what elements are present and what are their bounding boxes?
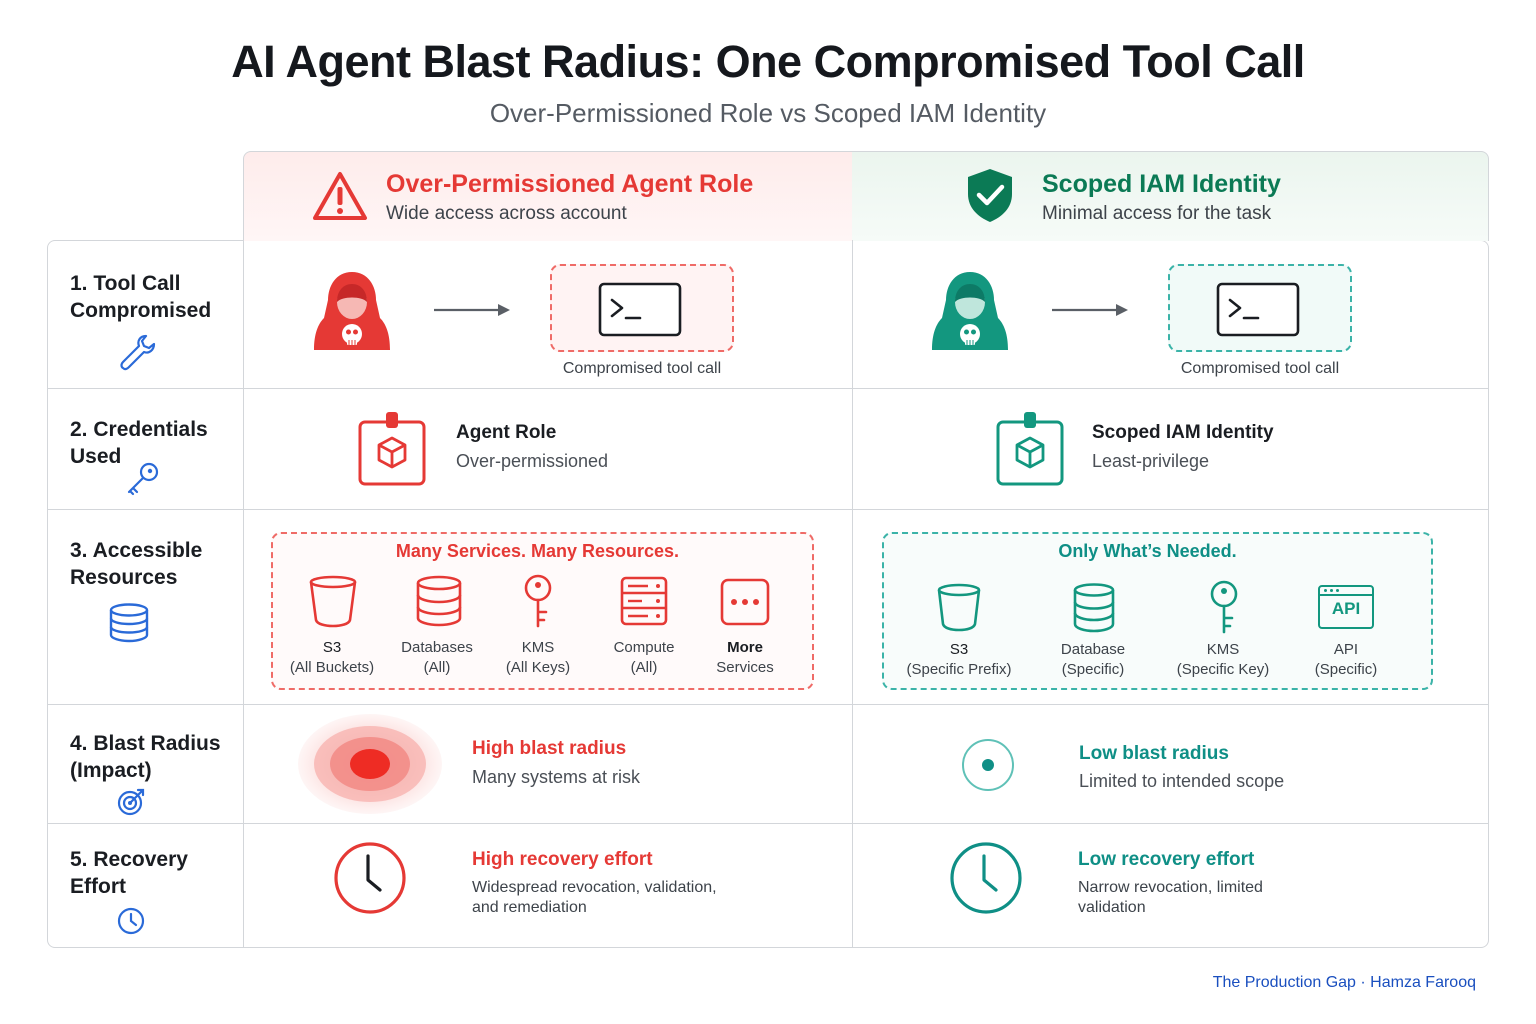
column-header-over-permissioned: Over-Permissioned Agent Role Wide access… [243, 151, 853, 241]
column-subtitle-right: Minimal access for the task [1042, 203, 1272, 224]
recovery-desc-left: Widespread revocation, validation,and re… [472, 879, 717, 916]
clock-icon-red [334, 842, 406, 914]
divider [852, 240, 853, 948]
credential-title-left: Agent Role [456, 422, 557, 443]
database-icon [416, 575, 462, 627]
resource-label: KMS(Specific Key) [1176, 641, 1270, 678]
column-title-left: Over-Permissioned Agent Role [386, 170, 754, 198]
key-icon [127, 462, 159, 496]
wrench-icon [120, 334, 156, 371]
key-icon [524, 574, 552, 628]
divider [47, 509, 1489, 510]
hacker-icon-red [314, 272, 390, 350]
terminal-icon [598, 282, 682, 337]
hacker-icon-green [932, 272, 1008, 350]
column-title-right: Scoped IAM Identity [1042, 170, 1281, 198]
recovery-title-left: High recovery effort [472, 849, 653, 870]
blast-radius-high-icon [298, 714, 442, 814]
footer-credit: The Production Gap · Hamza Farooq [1212, 974, 1476, 991]
resource-label: Databases(All) [401, 639, 473, 676]
arrow-icon [1052, 304, 1128, 316]
warning-icon [313, 172, 367, 220]
blast-radius-low-icon [962, 739, 1014, 791]
column-header-scoped: Scoped IAM Identity Minimal access for t… [852, 151, 1489, 241]
row-label-5: 5. Recovery Effort [70, 848, 188, 898]
tool-call-caption-right: Compromised tool call [1180, 360, 1340, 377]
blast-subtitle-right: Limited to intended scope [1079, 771, 1285, 791]
more-icon [720, 578, 770, 626]
database-icon [1073, 583, 1115, 633]
badge-icon-teal [996, 412, 1064, 486]
resources-title-right: Only What’s Needed. [1058, 541, 1237, 561]
column-subtitle-left: Wide access across account [386, 203, 627, 224]
tool-call-caption-left: Compromised tool call [562, 360, 722, 377]
divider [47, 823, 1489, 824]
api-icon: API [1318, 585, 1374, 629]
row-label-2: 2. Credentials Used [70, 418, 208, 468]
page-subtitle: Over-Permissioned Role vs Scoped IAM Ide… [489, 98, 1047, 128]
resources-box-right [882, 532, 1433, 690]
bucket-icon [937, 583, 981, 632]
target-icon [117, 788, 145, 816]
resource-label: S3(All Buckets) [289, 639, 375, 676]
server-icon [620, 576, 668, 626]
divider [243, 240, 244, 948]
blast-title-left: High blast radius [472, 738, 627, 759]
row-label-3: 3. Accessible Resources [70, 539, 203, 589]
key-icon [1210, 580, 1238, 634]
resource-label: Database(Specific) [1060, 641, 1126, 678]
database-icon [109, 603, 149, 643]
terminal-icon [1216, 282, 1300, 337]
credential-subtitle-left: Over-permissioned [456, 451, 609, 471]
page-title: AI Agent Blast Radius: One Compromised T… [231, 36, 1305, 87]
row-label-4: 4. Blast Radius (Impact) [70, 732, 221, 782]
divider [47, 704, 1489, 705]
badge-icon-red [358, 412, 426, 486]
arrow-icon [434, 304, 510, 316]
resource-label: KMS(All Keys) [505, 639, 571, 676]
clock-icon-teal [950, 842, 1022, 914]
divider [47, 388, 1489, 389]
blast-title-right: Low blast radius [1079, 743, 1229, 764]
resource-label: S3(Specific Prefix) [906, 641, 1012, 678]
clock-icon [117, 907, 145, 935]
credential-subtitle-right: Least-privilege [1092, 451, 1210, 471]
resource-label: API(Specific) [1314, 641, 1378, 678]
credential-title-right: Scoped IAM Identity [1092, 422, 1274, 443]
shield-check-icon [968, 169, 1012, 222]
resources-title-left: Many Services. Many Resources. [395, 541, 680, 561]
row-label-1: 1. Tool Call Compromised [70, 272, 212, 322]
bucket-icon [309, 575, 357, 628]
recovery-title-right: Low recovery effort [1078, 849, 1255, 870]
blast-subtitle-left: Many systems at risk [472, 767, 641, 787]
resource-label: Compute(All) [613, 639, 675, 676]
